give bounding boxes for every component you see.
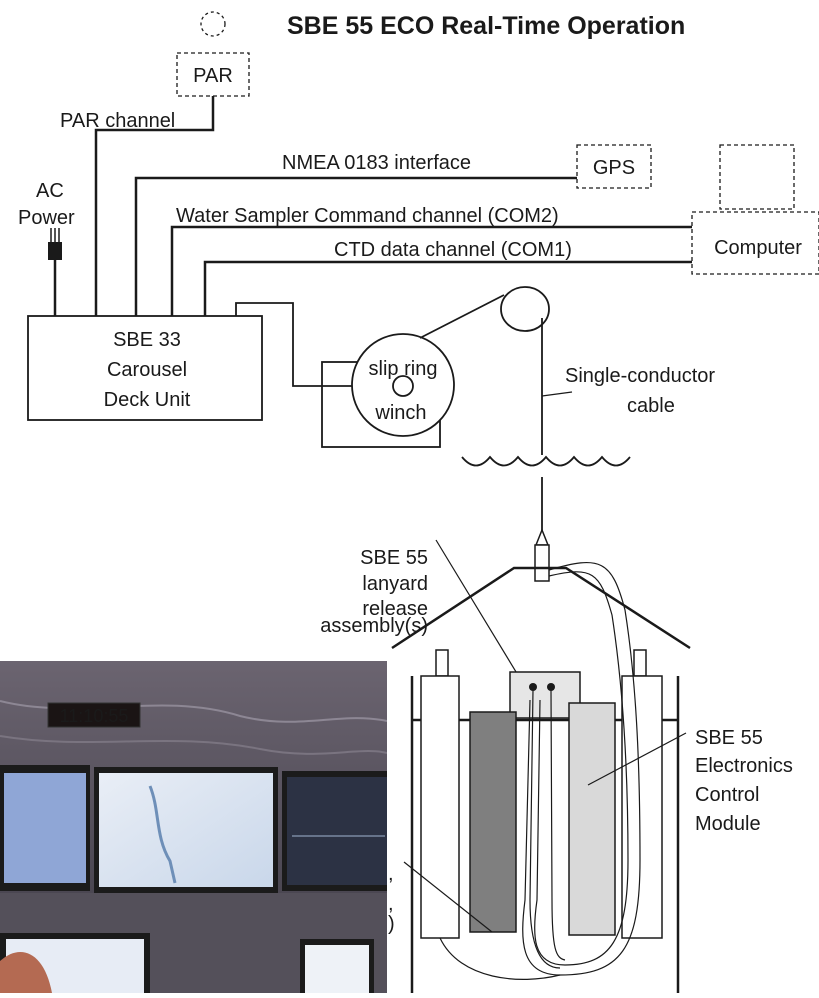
ecm-label-4: Module [695, 813, 761, 835]
par-label: PAR [193, 65, 233, 87]
carousel-bridle [391, 566, 691, 650]
nmea-label: NMEA 0183 interface [282, 152, 471, 174]
control-room-photo-art: 11:10:55 [0, 661, 387, 993]
lower-monitor-right-screen [305, 945, 369, 993]
gps-label: GPS [593, 157, 635, 179]
clock-time: 11:10:55 [60, 706, 129, 726]
nmea-wire [134, 176, 577, 316]
release-wire-1 [529, 689, 561, 969]
map-coastline [148, 785, 177, 884]
par-channel-wire [94, 96, 215, 316]
deck-unit-line-1: SBE 33 [113, 329, 181, 351]
partial-mark-3: ) [388, 913, 395, 935]
cable-loop-inner [534, 571, 629, 966]
person-head [0, 951, 52, 993]
bottle-left [420, 675, 460, 939]
ecm-label-2: Electronics [695, 755, 793, 777]
dark-bottle-leader [403, 861, 493, 933]
cable-leader [541, 391, 573, 397]
ecm-label-3: Control [695, 784, 759, 806]
computer-monitor-icon [719, 144, 795, 210]
digital-clock [47, 702, 141, 728]
monitor-left-screen [4, 773, 86, 883]
par-sensor-icon [200, 11, 226, 37]
computer-label: Computer [714, 237, 802, 259]
ac-power-label-2: Power [18, 207, 75, 229]
release-pin-1-icon [529, 683, 537, 691]
ceiling-cable-2 [0, 735, 387, 755]
deck-to-slipring-wire [235, 302, 392, 387]
release-pin-2-icon [547, 683, 555, 691]
winch-to-sheave-cable [419, 294, 505, 339]
deck-unit-box [27, 315, 263, 421]
ecm-leader [587, 732, 687, 786]
power-plug-icon [48, 242, 62, 260]
monitor-center-screen [99, 773, 273, 887]
cable-label-2: cable [627, 395, 675, 417]
com1-wire [203, 260, 692, 316]
electronics-control-module [568, 702, 616, 936]
frame-post-right [633, 649, 647, 677]
slip-ring-icon [392, 375, 414, 397]
lanyard-label-3: release [362, 598, 428, 620]
water-surface-waves [461, 455, 631, 467]
partial-mark-1: , [388, 863, 394, 885]
winch-label: winch [374, 402, 426, 424]
cable-label-1: Single-conductor [565, 365, 715, 387]
bottom-cable [439, 937, 561, 980]
lanyard-label-4: assembly(s) [320, 615, 428, 637]
ctd-channel-label: CTD data channel (COM1) [334, 239, 572, 261]
lanyard-label-1: SBE 55 [360, 547, 428, 569]
gps-box [576, 144, 652, 189]
lanyard-label-2: lanyard [362, 573, 428, 595]
diagram-title: SBE 55 ECO Real-Time Operation [287, 12, 685, 40]
deck-unit-line-3: Deck Unit [104, 389, 191, 411]
bottle-right [621, 675, 663, 939]
partial-mark-2: , [388, 893, 394, 915]
slip-ring-label: slip ring [369, 358, 438, 380]
sheave-icon [500, 286, 550, 332]
control-room-photo: 11:10:55 [0, 661, 387, 993]
cable-loop-outer [522, 562, 641, 976]
cable-connector [534, 544, 550, 582]
bottle-dark [469, 711, 517, 933]
computer-box [691, 211, 819, 275]
lanyard-leader [435, 539, 528, 691]
frame-post-left [435, 649, 449, 677]
par-channel-label: PAR channel [60, 110, 175, 132]
deck-unit-line-2: Carousel [107, 359, 187, 381]
cable-termination [534, 527, 550, 546]
ac-power-label-1: AC [36, 180, 64, 202]
com2-wire [170, 225, 692, 316]
winch-drum-icon [351, 333, 455, 437]
release-wire-2 [550, 689, 566, 961]
monitor-right-screen [287, 777, 387, 885]
ecm-label-1: SBE 55 [695, 727, 763, 749]
water-sampler-label: Water Sampler Command channel (COM2) [176, 205, 559, 227]
